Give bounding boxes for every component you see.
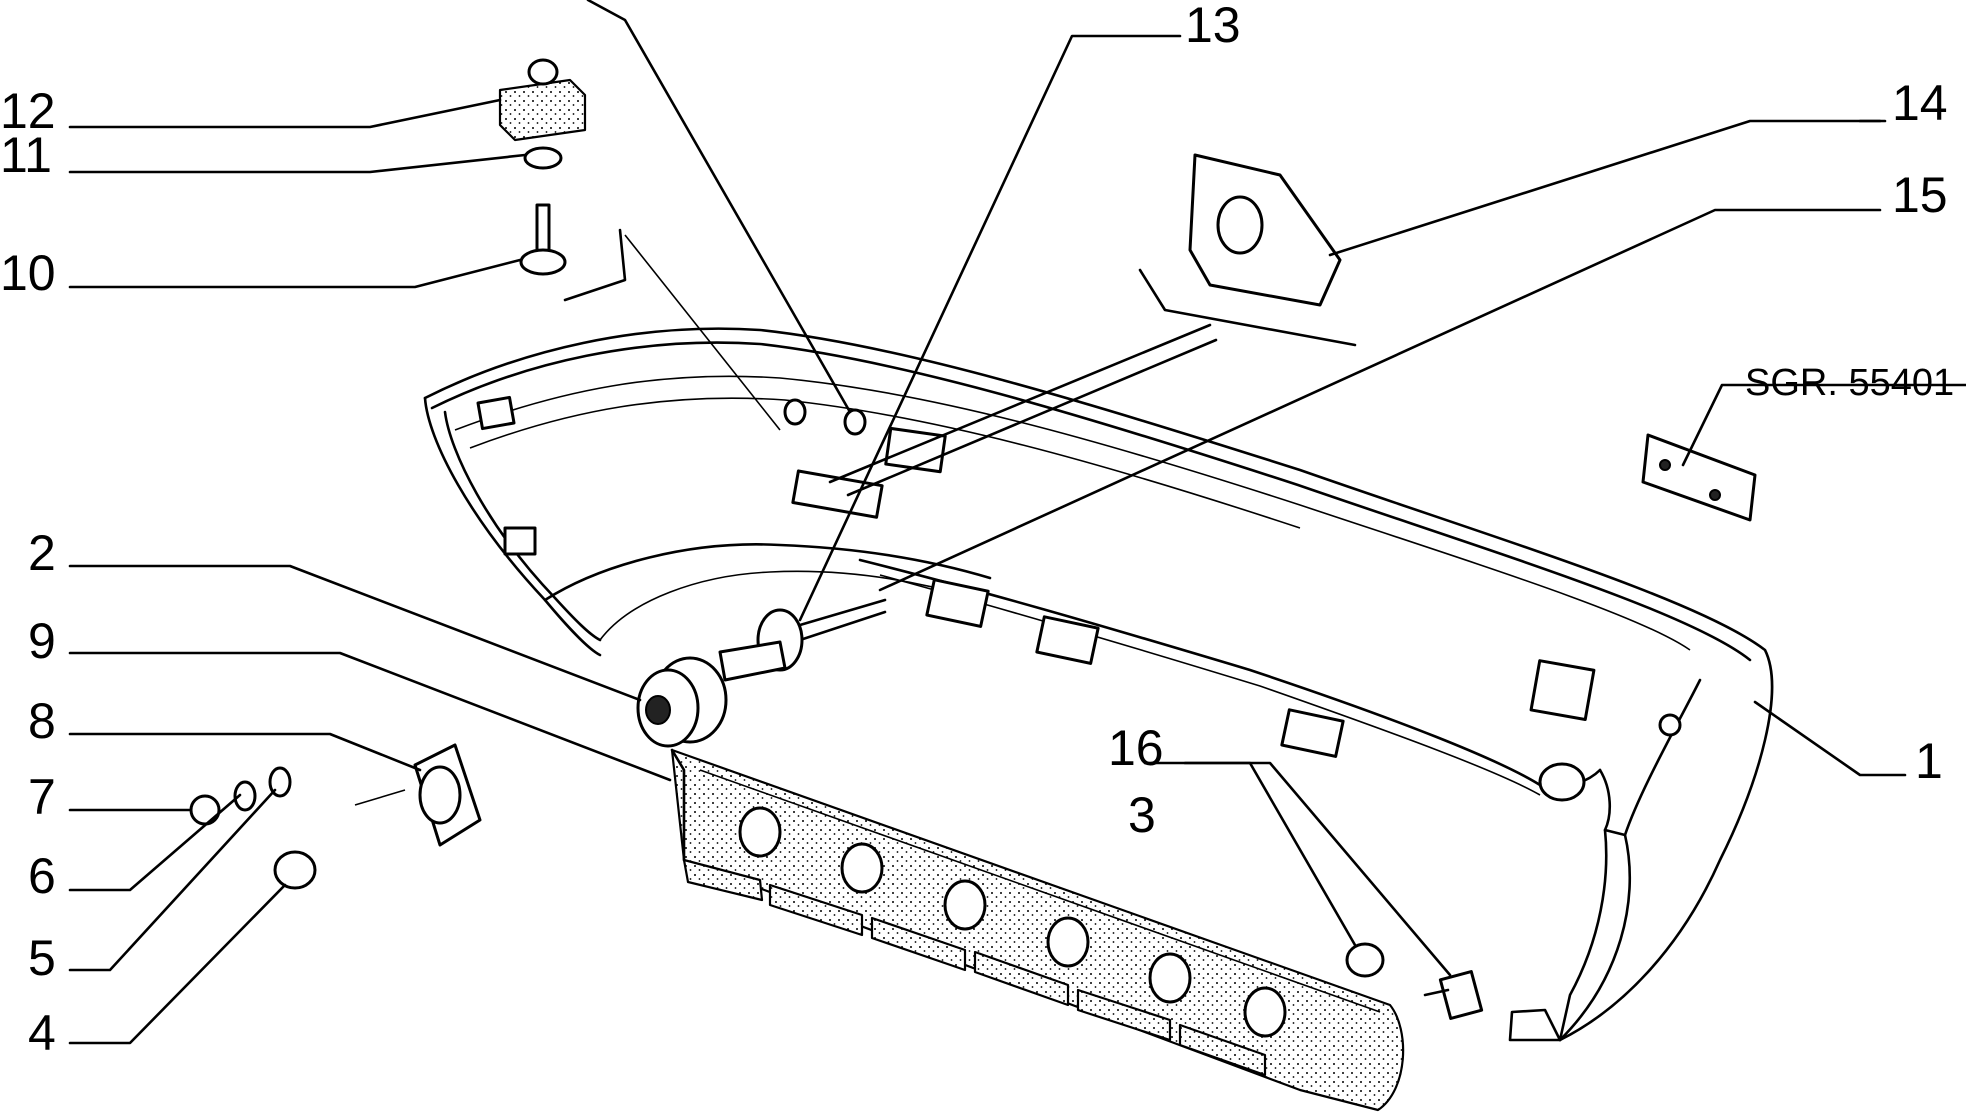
- callout-1: 1: [1915, 733, 1943, 789]
- callout-11: 11: [0, 127, 52, 183]
- screw-10: [519, 203, 567, 276]
- flange-bracket-8: [354, 743, 482, 847]
- clip-3: [1345, 942, 1385, 978]
- trim-strip: [670, 748, 1405, 1112]
- callout-5: 5: [28, 930, 56, 986]
- cover-14: [1188, 153, 1342, 307]
- callout-2: 2: [28, 525, 56, 581]
- callout-14: 14: [1892, 75, 1948, 131]
- callout-3: 3: [1128, 787, 1156, 843]
- nut-7: [189, 794, 221, 826]
- callout-4: 4: [28, 1005, 56, 1061]
- bracket-12: [498, 58, 587, 142]
- leader-lines: [68, 0, 1966, 1045]
- callout-10: 10: [0, 245, 56, 301]
- callout-12: 12: [0, 83, 56, 139]
- callout-9: 9: [28, 613, 56, 669]
- washer-6: [233, 780, 257, 812]
- push-pin-16: [1423, 970, 1484, 1020]
- callout-16: 16: [1108, 720, 1164, 776]
- reference-plate: [1641, 433, 1757, 522]
- callout-6: 6: [28, 848, 56, 904]
- nut-4: [273, 850, 317, 890]
- tow-bolt-assembly: [636, 598, 887, 748]
- callout-7: 7: [28, 769, 56, 825]
- callout-13: 13: [1185, 0, 1241, 53]
- nut-11: [523, 146, 563, 170]
- callout-8: 8: [28, 693, 56, 749]
- callout-15: 15: [1892, 167, 1948, 223]
- reference-label: SGR. 55401: [1745, 362, 1954, 404]
